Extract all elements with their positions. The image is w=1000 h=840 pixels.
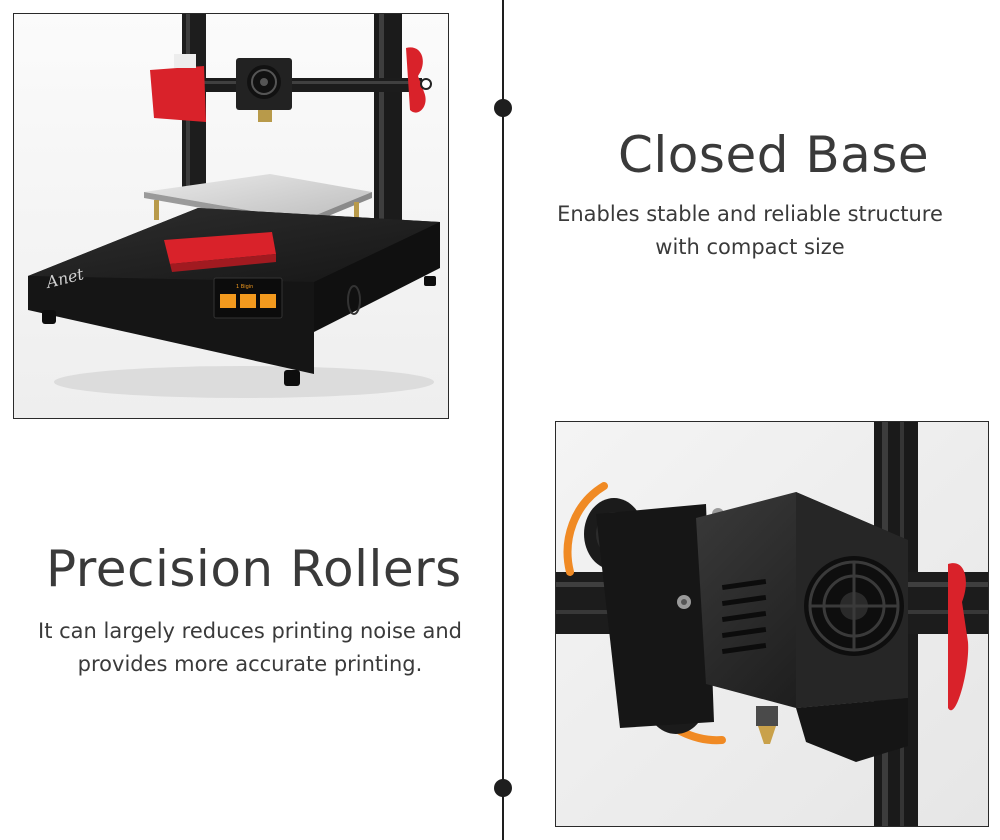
timeline-dot-bottom: [494, 779, 512, 797]
screen-header: 1 Bigin: [236, 284, 253, 290]
timeline-dot-top: [494, 99, 512, 117]
description-line: with compact size: [655, 235, 845, 259]
precision-rollers-photo: [555, 421, 989, 827]
feature-title-precision-rollers: Precision Rollers: [46, 540, 462, 598]
description-line: It can largely reduces printing noise an…: [38, 619, 462, 643]
feature-title-closed-base: Closed Base: [618, 126, 930, 184]
extruder-illustration: [556, 422, 988, 826]
timeline-line: [502, 0, 504, 840]
printer-closed-base-photo: Anet 1 Bigin: [13, 13, 449, 419]
printer-illustration: Anet 1 Bigin: [14, 14, 448, 418]
feature-description-precision-rollers: It can largely reduces printing noise an…: [5, 615, 495, 681]
fan-icon: [804, 556, 904, 656]
feature-description-closed-base: Enables stable and reliable structure wi…: [520, 198, 980, 264]
description-line: provides more accurate printing.: [77, 652, 423, 676]
description-line: Enables stable and reliable structure: [557, 202, 943, 226]
